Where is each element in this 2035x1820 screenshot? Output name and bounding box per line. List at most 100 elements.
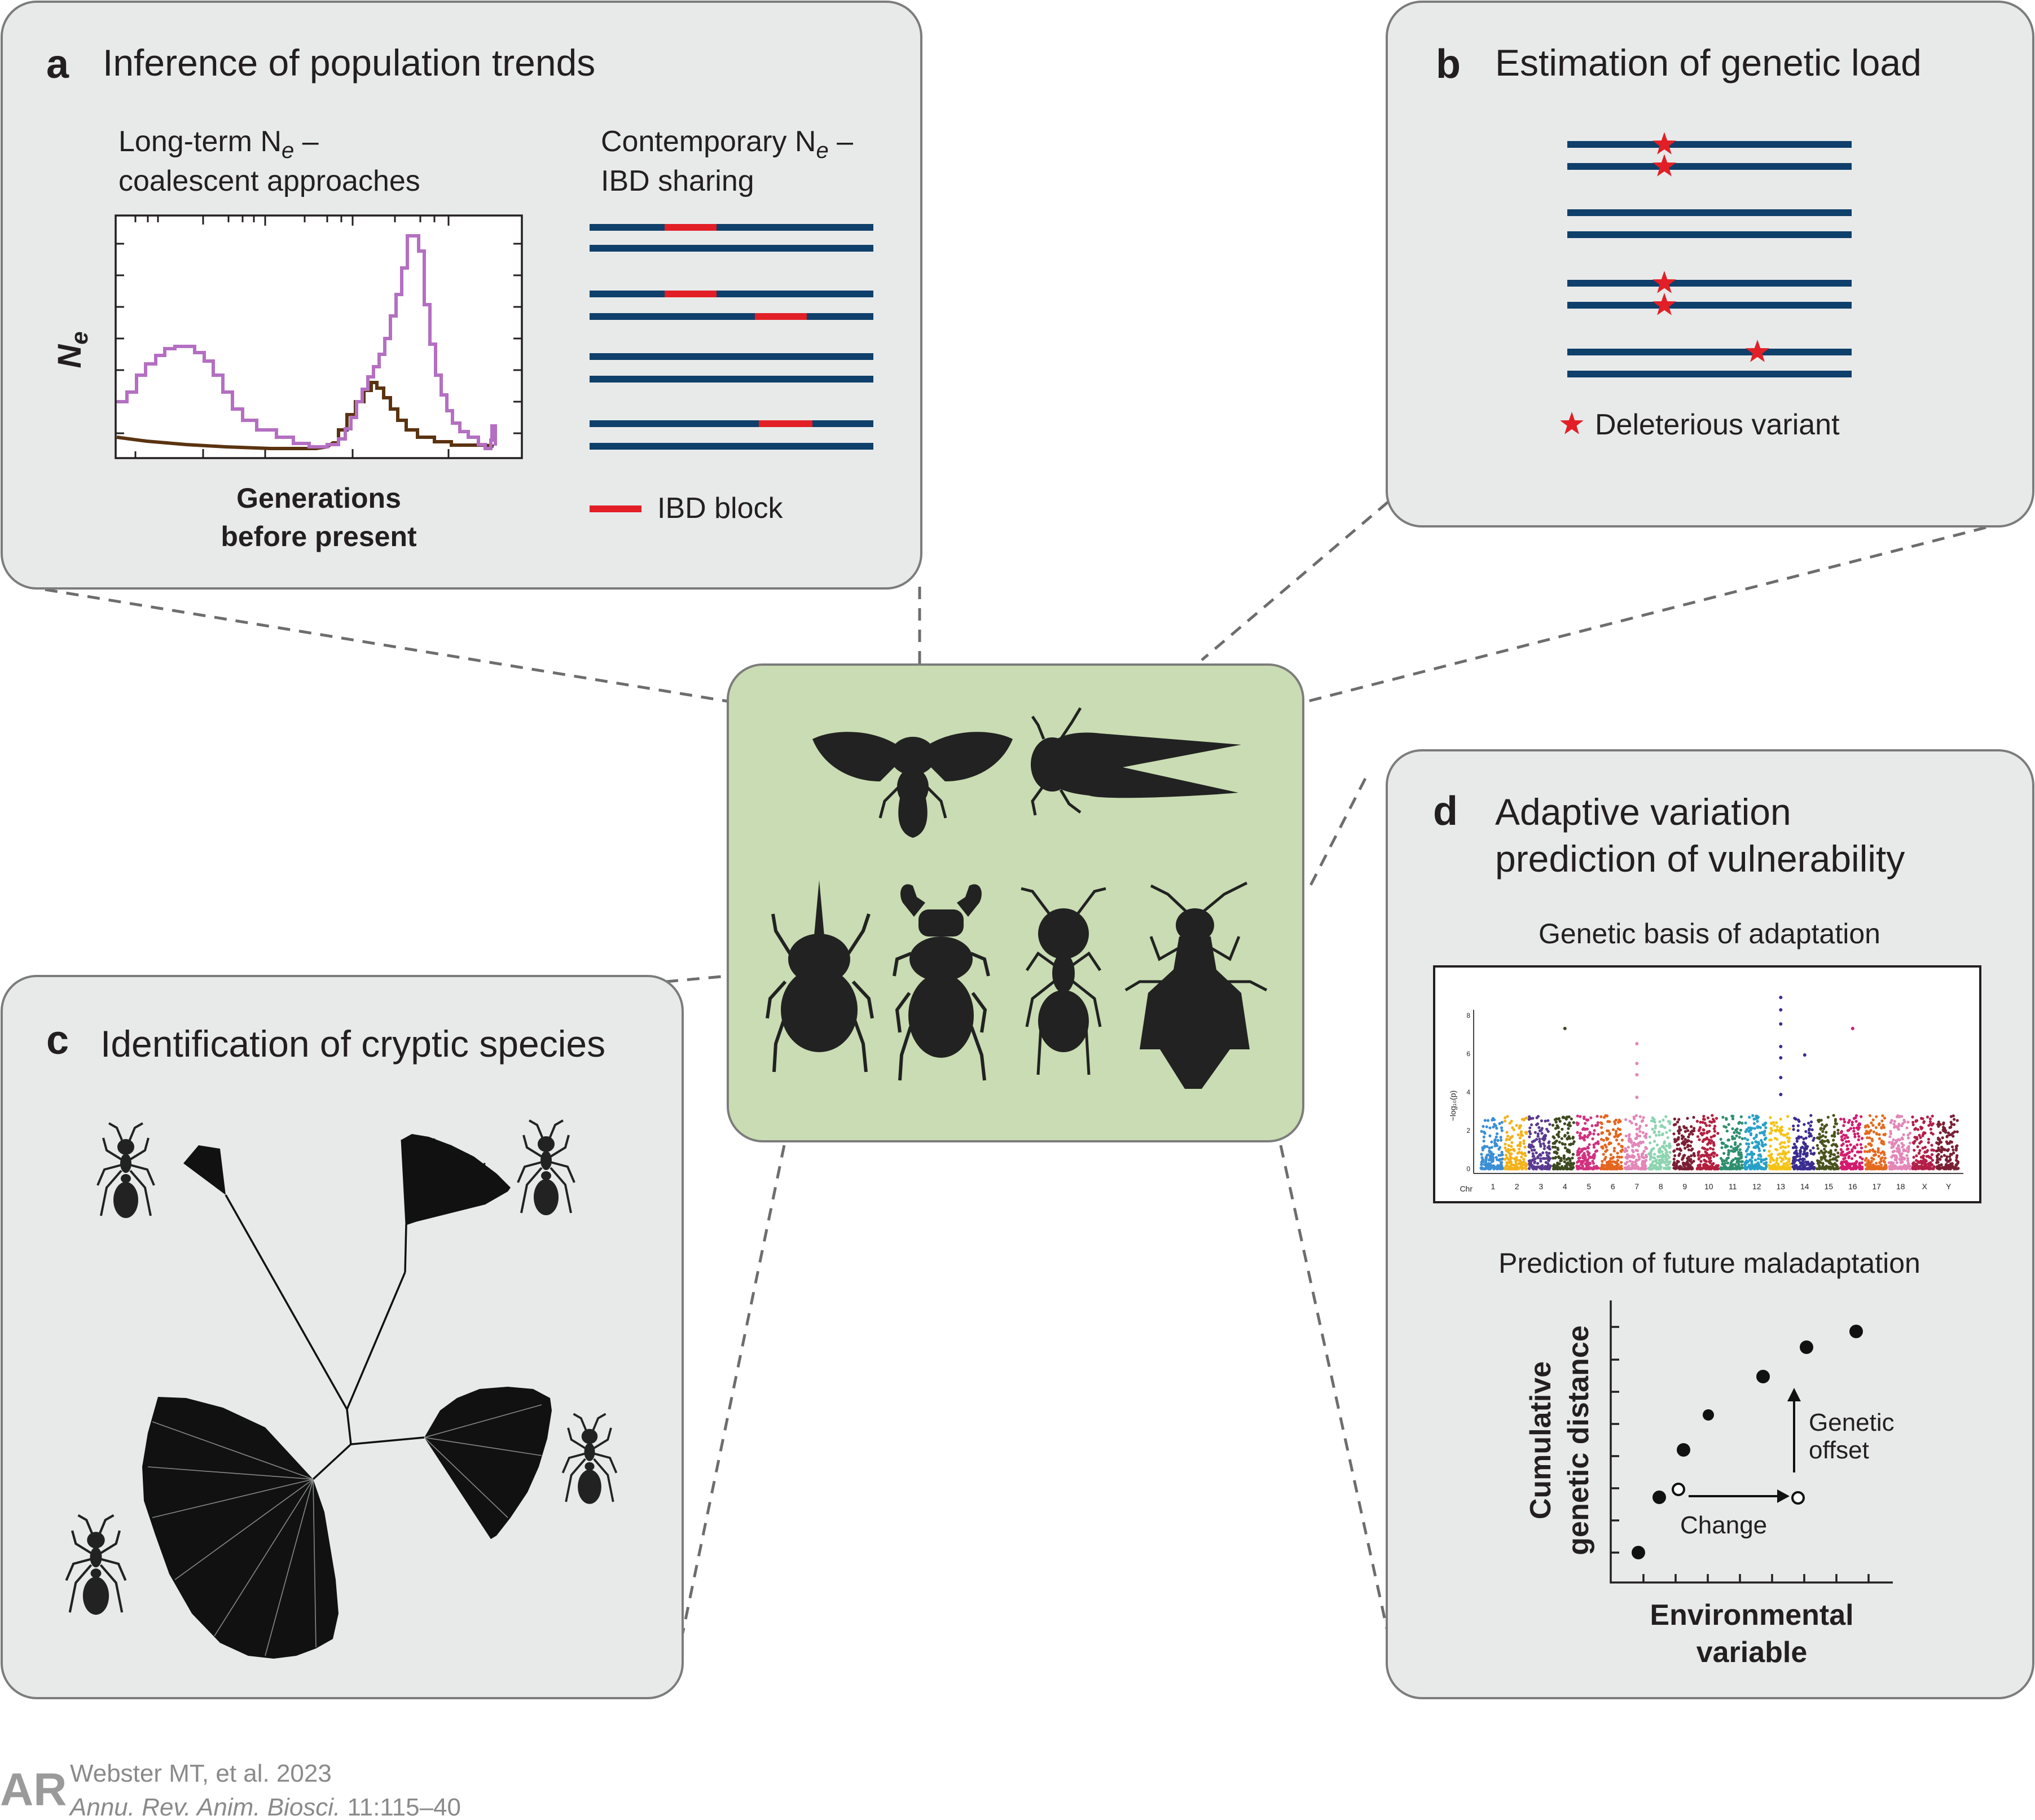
- manhattan-point: [1524, 1116, 1528, 1120]
- manhattan-point: [1580, 1148, 1584, 1151]
- manhattan-point: [1922, 1131, 1926, 1135]
- manhattan-point: [1641, 1154, 1644, 1158]
- manhattan-point: [1756, 1161, 1760, 1164]
- manhattan-point: [1795, 1140, 1799, 1143]
- manhattan-point: [1939, 1158, 1942, 1161]
- manhattan-point: [1835, 1159, 1839, 1162]
- manhattan-point: [1721, 1159, 1724, 1162]
- manhattan-point: [1654, 1126, 1657, 1130]
- manhattan-point: [1650, 1119, 1653, 1123]
- manhattan-point: [1895, 1115, 1899, 1119]
- manhattan-point: [1647, 1166, 1651, 1170]
- manhattan-point: [1615, 1138, 1618, 1142]
- panel-c-letter: c: [46, 1018, 69, 1063]
- manhattan-point: [1532, 1158, 1536, 1161]
- manhattan-point: [1734, 1166, 1738, 1169]
- manhattan-point: [1672, 1158, 1676, 1161]
- manhattan-point: [1737, 1163, 1740, 1166]
- manhattan-point: [1931, 1114, 1934, 1118]
- manhattan-point: [1661, 1158, 1665, 1162]
- manhattan-y-label: −log₁₀(p): [1448, 1091, 1457, 1122]
- citation-line1: Webster MT, et al. 2023: [70, 1760, 332, 1787]
- manhattan-point: [1483, 1119, 1487, 1122]
- manhattan-point: [1484, 1160, 1488, 1163]
- manhattan-chr-tick-label: 18: [1896, 1182, 1905, 1191]
- manhattan-point: [1779, 1118, 1782, 1121]
- manhattan-point: [1591, 1159, 1594, 1163]
- manhattan-point: [1586, 1118, 1590, 1122]
- manhattan-points: [1479, 996, 1960, 1171]
- manhattan-point: [1576, 1123, 1579, 1126]
- manhattan-point: [1485, 1125, 1488, 1128]
- manhattan-point: [1624, 1134, 1628, 1138]
- manhattan-point: [1771, 1167, 1774, 1170]
- manhattan-point: [1889, 1160, 1893, 1164]
- manhattan-point: [1703, 1163, 1707, 1166]
- manhattan-point: [1888, 1165, 1891, 1168]
- manhattan-point: [1686, 1129, 1690, 1132]
- manhattan-point: [1586, 1146, 1590, 1150]
- manhattan-point: [1955, 1130, 1959, 1133]
- manhattan-point: [1894, 1167, 1898, 1170]
- manhattan-point: [1507, 1138, 1511, 1141]
- manhattan-point: [1589, 1116, 1593, 1119]
- panel-a: a Inference of population trends Long-te…: [1, 1, 922, 590]
- manhattan-point: [1501, 1157, 1504, 1160]
- manhattan-point: [1892, 1123, 1896, 1126]
- manhattan-point: [1949, 1167, 1952, 1171]
- manhattan-point: [1645, 1124, 1648, 1127]
- manhattan-point: [1765, 1161, 1768, 1164]
- manhattan-point: [1786, 1115, 1790, 1118]
- manhattan-point: [1851, 1120, 1854, 1124]
- manhattan-point: [1567, 1127, 1570, 1130]
- manhattan-point: [1539, 1145, 1542, 1148]
- manhattan-point: [1936, 1158, 1939, 1162]
- connector-lines: [45, 501, 1986, 1634]
- manhattan-point: [1537, 1126, 1541, 1129]
- manhattan-point: [1800, 1146, 1803, 1150]
- manhattan-point: [1779, 1076, 1783, 1079]
- manhattan-point: [1927, 1137, 1931, 1141]
- manhattan-point: [1599, 1115, 1603, 1119]
- manhattan-point: [1875, 1162, 1878, 1165]
- manhattan-point: [1737, 1153, 1740, 1157]
- manhattan-point: [1715, 1167, 1718, 1171]
- genetic-offset-plot: Genetic offset Change Cumulative genetic…: [1524, 1300, 1895, 1669]
- manhattan-point: [1495, 1135, 1498, 1138]
- manhattan-point: [1908, 1167, 1912, 1171]
- manhattan-chr-tick-label: 5: [1586, 1182, 1591, 1191]
- manhattan-point: [1616, 1163, 1620, 1166]
- manhattan-point: [1872, 1130, 1875, 1133]
- citation: AR Webster MT, et al. 2023 Annu. Rev. An…: [0, 1760, 461, 1820]
- manhattan-point: [1890, 1167, 1893, 1171]
- manhattan-point: [1803, 1123, 1806, 1126]
- manhattan-point: [1918, 1141, 1922, 1145]
- panel-d: d Adaptive variation prediction of vulne…: [1386, 749, 2034, 1699]
- manhattan-point: [1879, 1159, 1883, 1163]
- manhattan-point: [1777, 1167, 1781, 1171]
- manhattan-point: [1568, 1163, 1571, 1167]
- manhattan-point: [1612, 1146, 1616, 1150]
- manhattan-point: [1673, 1138, 1677, 1141]
- manhattan-point: [1608, 1164, 1612, 1167]
- manhattan-point: [1788, 1162, 1792, 1166]
- manhattan-point: [1851, 1027, 1854, 1030]
- manhattan-point: [1673, 1160, 1676, 1164]
- manhattan-point: [1738, 1132, 1741, 1135]
- manhattan-point: [1901, 1122, 1905, 1126]
- panel-d-title-line1: Adaptive variation: [1495, 791, 1791, 833]
- manhattan-point: [1563, 1122, 1566, 1126]
- manhattan-point: [1500, 1138, 1503, 1142]
- manhattan-point: [1775, 1165, 1778, 1168]
- manhattan-point: [1812, 1152, 1816, 1155]
- manhattan-point: [1585, 1164, 1589, 1168]
- manhattan-point: [1720, 1141, 1724, 1145]
- manhattan-point: [1504, 1167, 1507, 1171]
- manhattan-point: [1538, 1137, 1541, 1141]
- manhattan-point: [1775, 1121, 1778, 1124]
- manhattan-point: [1900, 1152, 1904, 1155]
- manhattan-point: [1780, 1167, 1783, 1171]
- manhattan-point: [1638, 1135, 1642, 1138]
- manhattan-point: [1833, 1131, 1836, 1134]
- manhattan-point: [1581, 1136, 1584, 1140]
